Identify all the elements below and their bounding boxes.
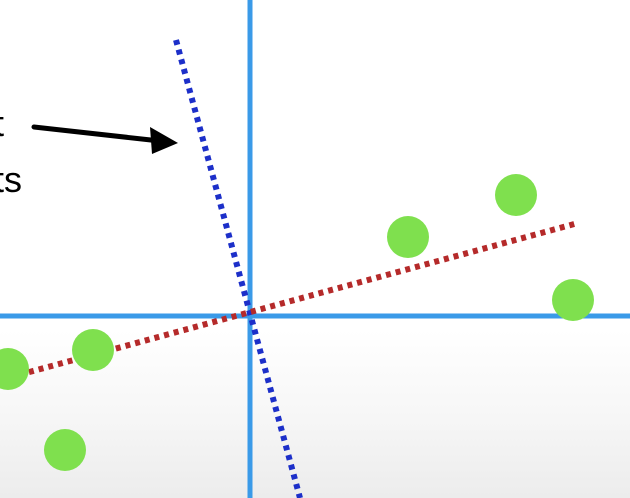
data-point — [44, 429, 86, 471]
data-point — [387, 216, 429, 258]
data-point — [495, 174, 537, 216]
arrow-head — [150, 127, 178, 154]
data-point — [552, 279, 594, 321]
arrow-shaft — [31, 124, 163, 144]
data-point — [0, 348, 29, 390]
data-points — [0, 174, 594, 471]
annotation-text-line-2: ts — [0, 159, 23, 200]
annotation-text-line-1: t — [0, 106, 4, 142]
first-principal-component-line — [173, 39, 303, 498]
data-point — [72, 329, 114, 371]
